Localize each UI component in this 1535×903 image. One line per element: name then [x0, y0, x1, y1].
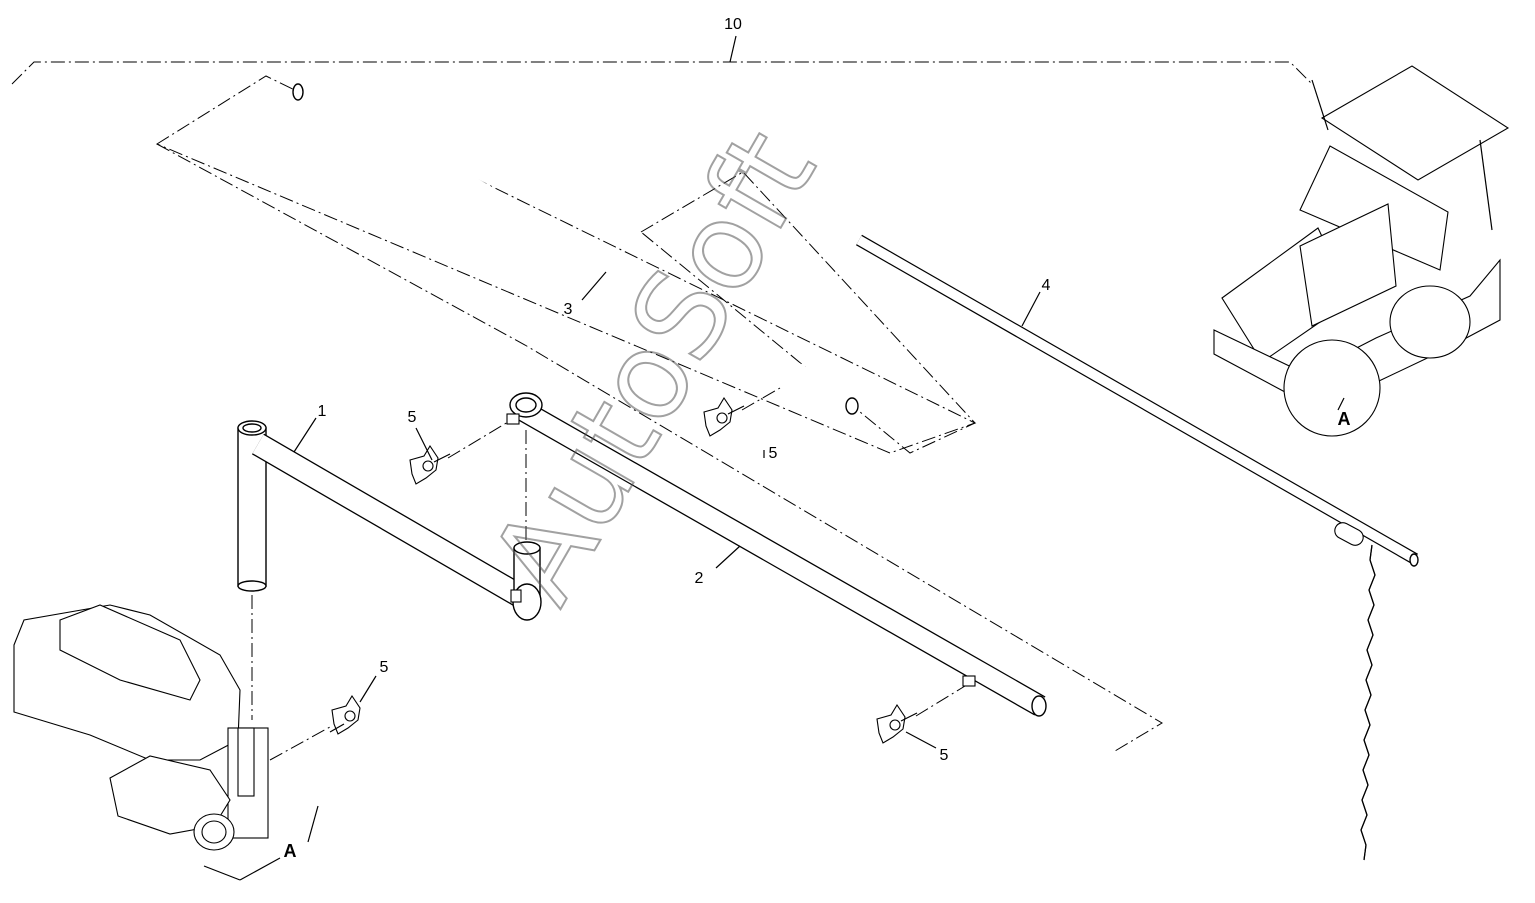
callout-4: 4: [1042, 277, 1051, 294]
callout-3: 3: [564, 301, 573, 318]
callout-5-upper-left: 5: [408, 409, 417, 426]
rod-part-4: [856, 234, 1419, 861]
callout-1: 1: [318, 403, 327, 420]
paver-overview: [1213, 65, 1510, 437]
envelope-outlines: [155, 75, 1163, 752]
detail-ref-a-right: A: [1338, 409, 1351, 429]
callout-2: 2: [695, 570, 704, 587]
assembly-bracket: [11, 35, 1313, 85]
pipe-part-3: [292, 77, 859, 415]
mount-bracket: [13, 604, 319, 881]
star-knob-4: [876, 703, 918, 744]
callout-5-center: 5: [769, 445, 778, 462]
callout-5-lower-left: 5: [380, 659, 389, 676]
pipe-part-2: [506, 392, 1047, 717]
star-knob-2: [703, 396, 745, 437]
pipe-part-1: [237, 420, 542, 621]
callout-leaders: [293, 271, 1345, 749]
star-knob-1: [409, 444, 451, 485]
assembly-axes: [251, 387, 966, 761]
detail-ref-a-left: A: [284, 841, 297, 861]
callout-5-lower-right: 5: [940, 747, 949, 764]
star-knob-3: [329, 694, 361, 735]
callout-10: 10: [724, 16, 742, 33]
